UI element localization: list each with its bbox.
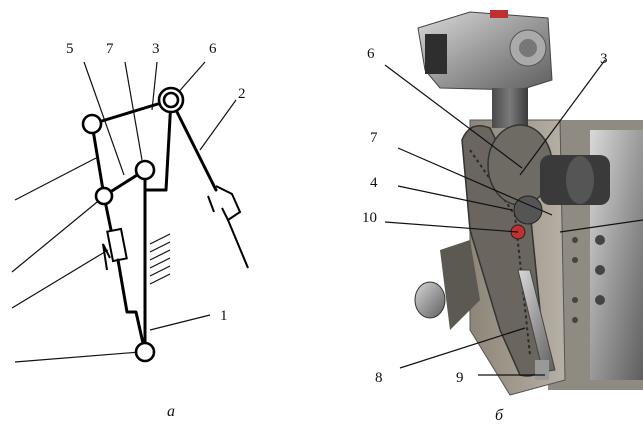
label-b-4: 4: [370, 175, 378, 191]
leader-b-4: [397, 185, 513, 211]
leader-b-6: [384, 64, 523, 169]
leader-left-3: [11, 249, 109, 309]
label-3: 3: [152, 41, 160, 57]
head-motor-hub: [519, 39, 537, 57]
caption-b: б: [495, 407, 504, 424]
fasteners: [572, 235, 605, 323]
head-sensor: [425, 34, 447, 74]
label-b-9: 9: [456, 370, 464, 386]
bracket-left: [440, 240, 480, 330]
label-b-6: 6: [367, 46, 375, 62]
label-b-10: 10: [362, 210, 377, 226]
leader-b-7: [397, 147, 553, 216]
joint-middle: [94, 186, 114, 206]
joint-6-inner: [162, 91, 180, 109]
leader-left-4: [14, 351, 141, 363]
leader-b-8: [399, 327, 526, 369]
leader-6: [175, 61, 206, 96]
actuator-piston: [207, 195, 215, 213]
ground-hatch: [149, 233, 171, 285]
label-b-7: 7: [370, 130, 378, 146]
leader-3: [151, 61, 158, 111]
motor-end: [566, 156, 594, 204]
actuator-end: [227, 219, 249, 269]
roller-left: [414, 281, 446, 319]
label-2: 2: [238, 86, 246, 102]
leader-b-3: [519, 59, 606, 176]
leader-1: [149, 314, 211, 331]
actuator-rod: [174, 108, 218, 192]
leader-2: [199, 99, 237, 151]
damper-rod: [102, 243, 111, 271]
label-5: 5: [66, 41, 74, 57]
render-3d: 6 3 7 4 10 8 9 б: [362, 10, 643, 424]
leader-left-1: [14, 157, 97, 201]
label-b-8: 8: [375, 370, 383, 386]
actuator-foot: [535, 360, 549, 380]
label-1: 1: [220, 308, 228, 324]
leader-left-2: [11, 197, 103, 273]
actuator-cylinder: [215, 185, 242, 222]
label-7: 7: [106, 41, 114, 57]
damper-body: [106, 227, 128, 263]
leader-b-10: [384, 221, 519, 233]
leader-5: [83, 61, 125, 176]
link-top: [90, 98, 173, 126]
joint-top-left: [81, 113, 103, 135]
actuator-cylinder-b: [517, 269, 556, 373]
neck: [492, 88, 528, 128]
link-right: [143, 98, 173, 192]
joint-bottom: [134, 341, 156, 363]
label-6: 6: [209, 41, 217, 57]
label-b-3: 3: [600, 51, 608, 67]
link-lower-bend: [116, 258, 147, 354]
kinematic-scheme: 5 7 3 6 2 1 а: [11, 41, 249, 420]
head-indicator: [490, 10, 508, 18]
joint-7: [134, 159, 156, 181]
link-upper-left: [90, 122, 106, 198]
leader-b-right: [559, 219, 643, 233]
caption-a: а: [167, 403, 175, 420]
